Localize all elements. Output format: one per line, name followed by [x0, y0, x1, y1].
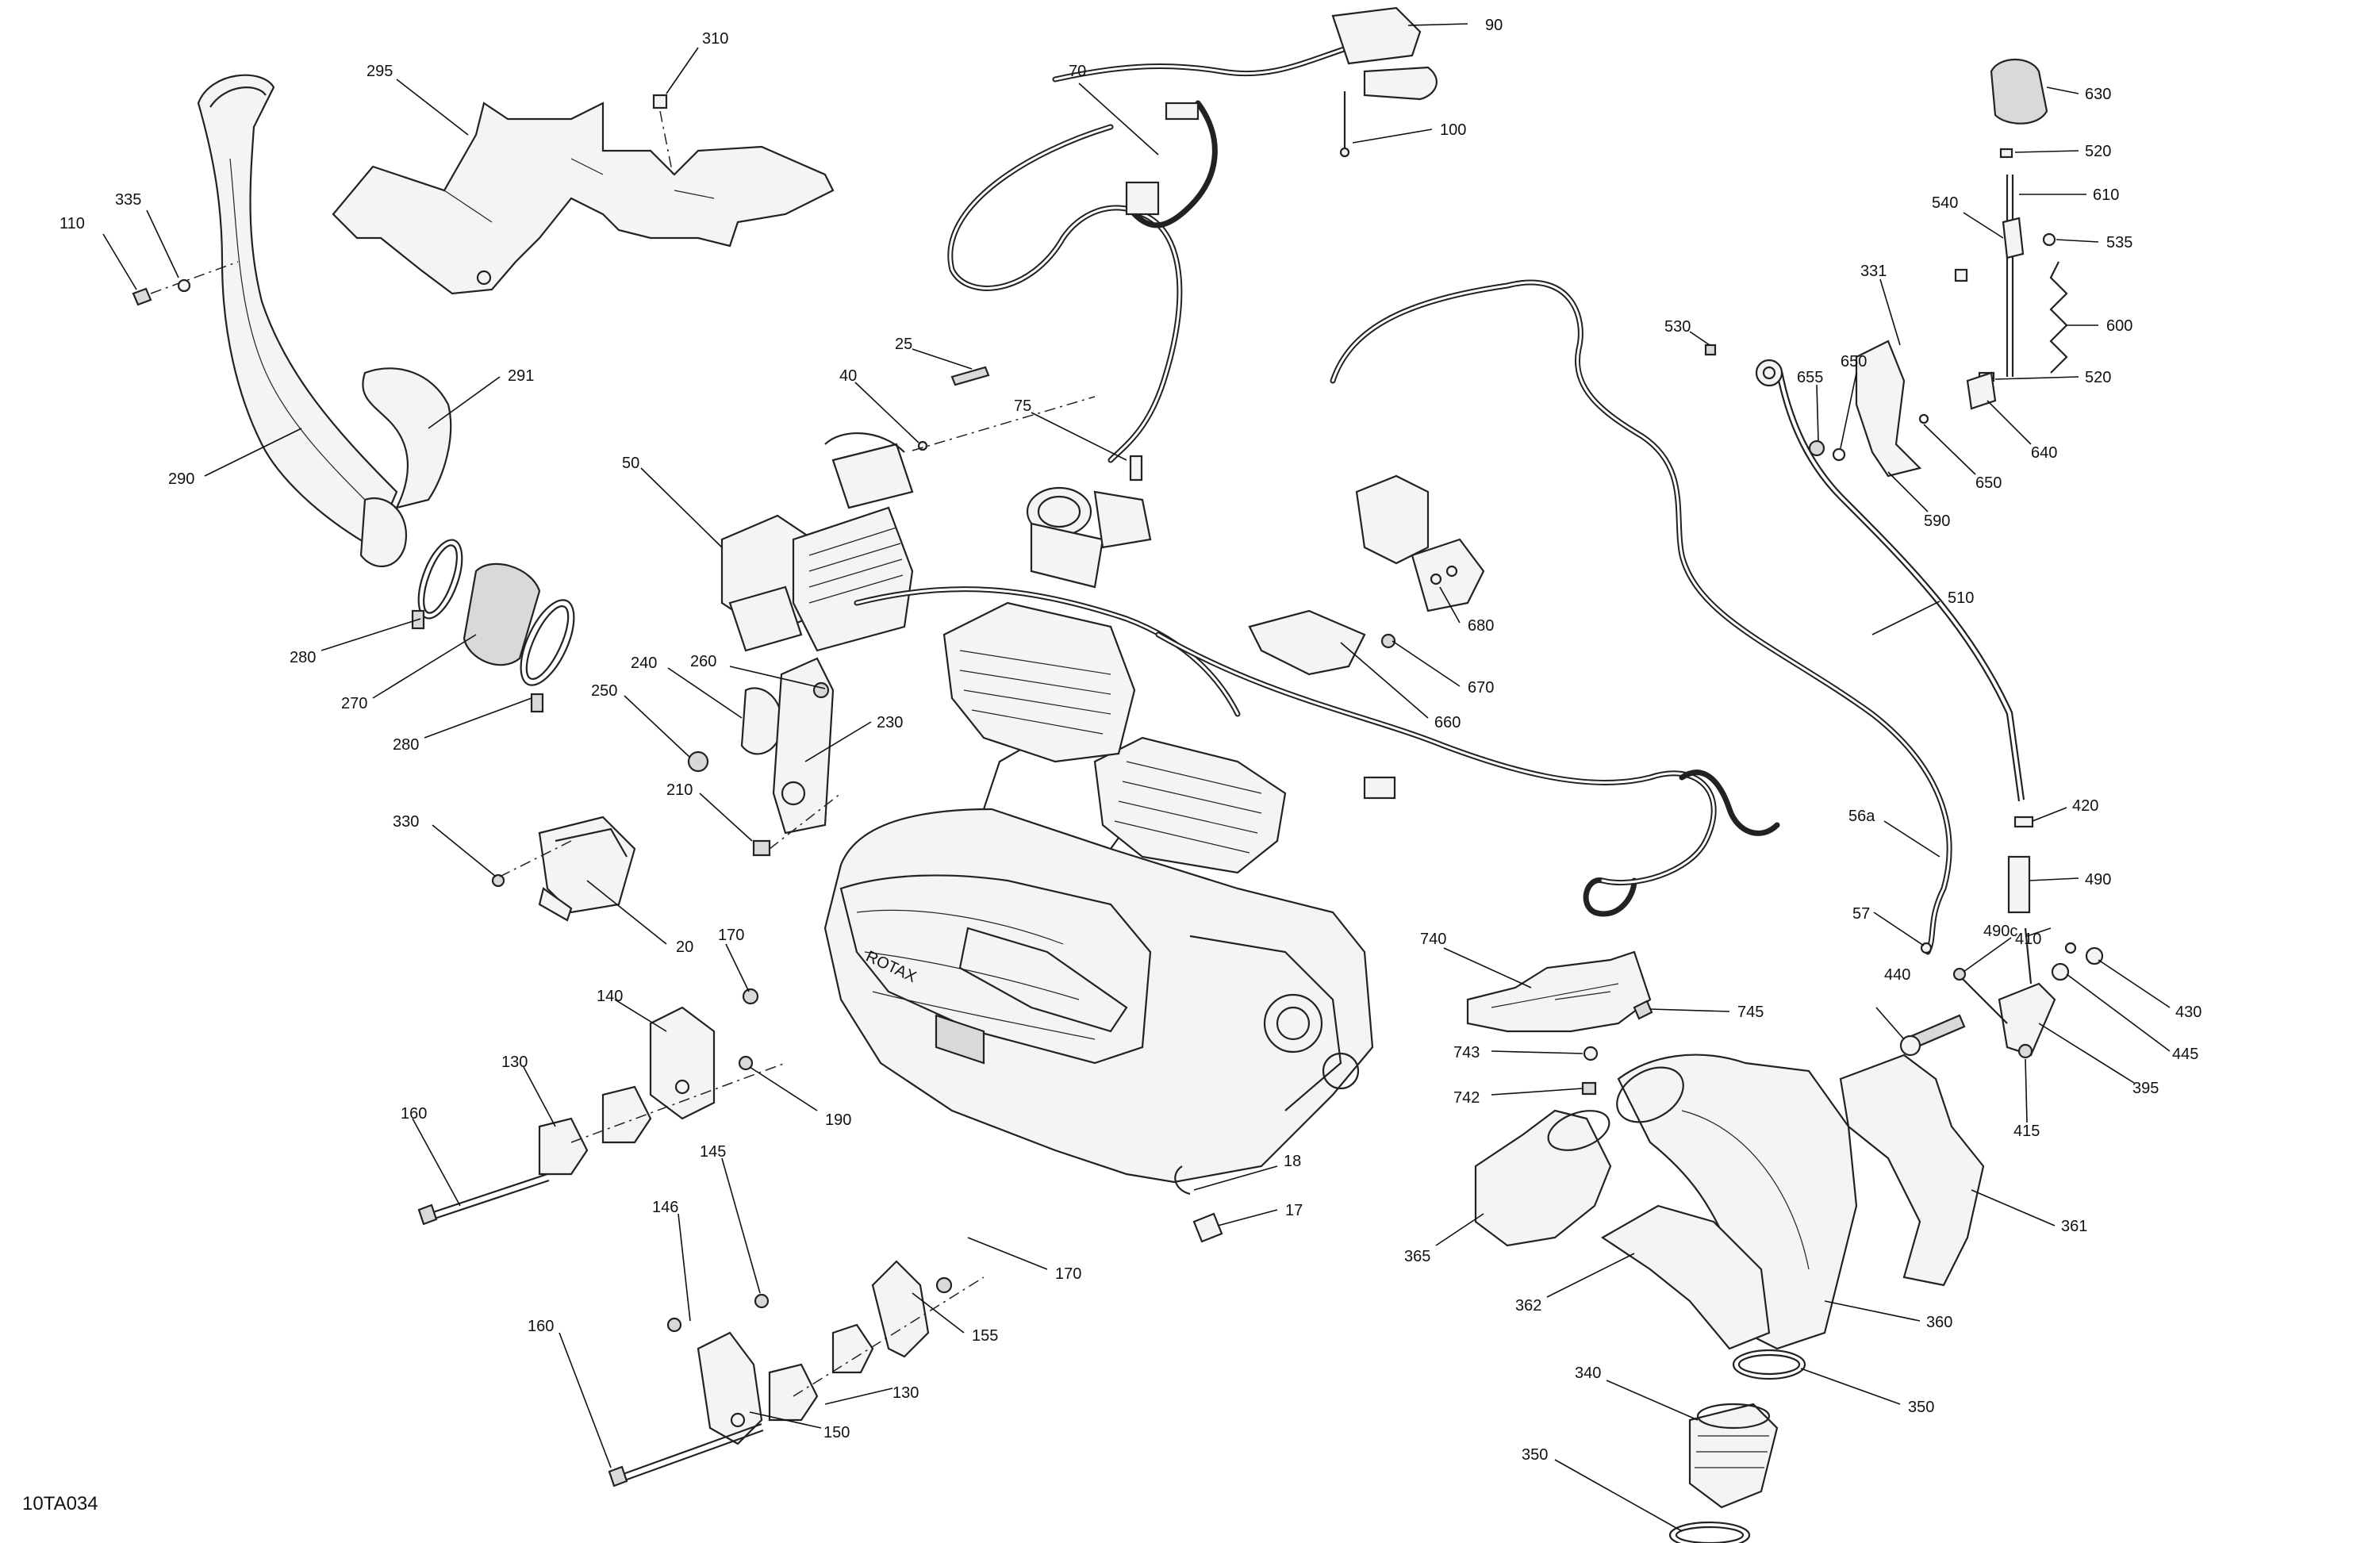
callout-18: 18 [1284, 1153, 1301, 1170]
callout-160-lower: 160 [528, 1318, 554, 1335]
callout-145: 145 [700, 1143, 726, 1161]
callout-50: 50 [622, 455, 639, 472]
callout-745: 745 [1737, 1004, 1764, 1021]
callout-57: 57 [1852, 905, 1870, 923]
reference-code: 10TA034 [22, 1493, 98, 1514]
callout-17: 17 [1285, 1202, 1303, 1219]
callout-740: 740 [1420, 931, 1446, 948]
callout-350-lower: 350 [1522, 1446, 1548, 1464]
callout-655: 655 [1797, 369, 1823, 386]
callout-25: 25 [895, 336, 912, 353]
callout-90: 90 [1485, 17, 1503, 34]
callout-130-lower: 130 [892, 1384, 919, 1402]
callout-535: 535 [2106, 234, 2132, 251]
callout-415: 415 [2013, 1123, 2040, 1140]
callout-270: 270 [341, 695, 367, 712]
callout-170-upper: 170 [718, 927, 744, 944]
callout-610: 610 [2093, 186, 2119, 204]
callout-295: 295 [367, 63, 393, 80]
callout-350-upper: 350 [1908, 1399, 1934, 1416]
callout-250: 250 [591, 682, 617, 700]
callout-445: 445 [2172, 1046, 2198, 1063]
callout-280-lower: 280 [393, 736, 419, 754]
callout-310: 310 [702, 30, 728, 48]
part-drawings [132, 6, 2104, 1543]
callout-680: 680 [1468, 617, 1494, 635]
callout-600: 600 [2106, 317, 2132, 335]
callout-360: 360 [1926, 1314, 1952, 1331]
callout-331: 331 [1860, 263, 1887, 280]
callout-660: 660 [1434, 714, 1461, 731]
callout-520-upper: 520 [2085, 143, 2111, 160]
callout-290: 290 [168, 470, 194, 488]
callout-590: 590 [1924, 512, 1950, 530]
callout-540: 540 [1932, 194, 1958, 212]
callout-75: 75 [1014, 397, 1031, 415]
callout-650-lower: 650 [1975, 474, 2002, 492]
callout-650-upper: 650 [1841, 353, 1867, 370]
callout-155: 155 [972, 1327, 998, 1345]
callout-510: 510 [1948, 589, 1974, 607]
callout-280-upper: 280 [290, 649, 316, 666]
callout-labels: 90 70 100 310 295 335 110 291 290 25 40 … [60, 17, 2202, 1464]
callout-160-upper: 160 [401, 1105, 427, 1123]
callout-395: 395 [2132, 1080, 2159, 1097]
callout-210: 210 [666, 781, 693, 799]
callout-260: 260 [690, 653, 716, 670]
callout-230: 230 [877, 714, 903, 731]
callout-362: 362 [1515, 1297, 1541, 1315]
callout-670: 670 [1468, 679, 1494, 697]
callout-530: 530 [1664, 318, 1691, 336]
callout-146: 146 [652, 1199, 678, 1216]
callout-130-upper: 130 [501, 1054, 528, 1071]
callout-100: 100 [1440, 121, 1466, 139]
callout-20: 20 [676, 938, 693, 956]
callout-640: 640 [2031, 444, 2057, 462]
callout-743: 743 [1453, 1044, 1480, 1061]
callout-630: 630 [2085, 86, 2111, 103]
callout-410: 410 [2015, 931, 2041, 948]
callout-150: 150 [823, 1424, 850, 1441]
callout-110: 110 [60, 215, 85, 232]
callout-40: 40 [839, 367, 857, 385]
callout-490c: 490c [1983, 923, 2017, 940]
callout-56a: 56a [1848, 808, 1875, 825]
callout-330: 330 [393, 813, 419, 831]
callout-70: 70 [1069, 63, 1086, 80]
leader-lines [102, 23, 2171, 1532]
callout-365: 365 [1404, 1248, 1430, 1265]
callout-430: 430 [2175, 1004, 2202, 1021]
callout-240: 240 [631, 654, 657, 672]
callout-340: 340 [1575, 1365, 1601, 1382]
callout-335: 335 [115, 191, 141, 209]
callout-291: 291 [508, 367, 534, 385]
callout-361: 361 [2061, 1218, 2087, 1235]
callout-420: 420 [2072, 797, 2098, 815]
callout-742: 742 [1453, 1089, 1480, 1107]
callout-440: 440 [1884, 966, 1910, 984]
callout-490: 490 [2085, 871, 2111, 889]
callout-520-lower: 520 [2085, 369, 2111, 386]
callout-170-lower: 170 [1055, 1265, 1081, 1283]
callout-190: 190 [825, 1111, 851, 1129]
callout-140: 140 [597, 988, 623, 1005]
